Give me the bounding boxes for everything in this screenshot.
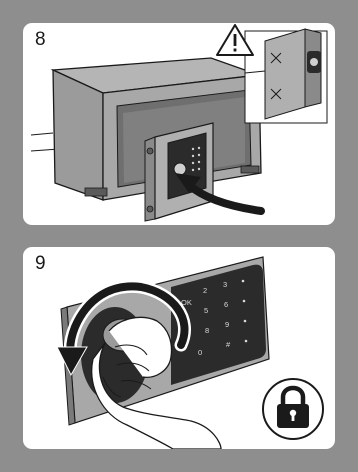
- step-9-panel: 9 OK 2 5 8 0 3 6 9 #: [23, 247, 335, 449]
- keypad-key: 3: [223, 280, 227, 289]
- step-9-illustration: OK 2 5 8 0 3 6 9 #: [23, 247, 335, 449]
- keypad-key: 8: [205, 326, 209, 335]
- hinge-detail-inset: [245, 29, 327, 123]
- step-8-illustration: [23, 23, 335, 225]
- keypad-key: 0: [198, 348, 202, 357]
- keypad-key: 5: [204, 306, 208, 315]
- step-8-panel: 8: [23, 23, 335, 225]
- keypad-key: 2: [203, 286, 207, 295]
- padlock-icon: [263, 379, 323, 439]
- keypad-key: 6: [224, 300, 228, 309]
- keypad-key: 9: [225, 320, 229, 329]
- safe-door: [145, 123, 213, 221]
